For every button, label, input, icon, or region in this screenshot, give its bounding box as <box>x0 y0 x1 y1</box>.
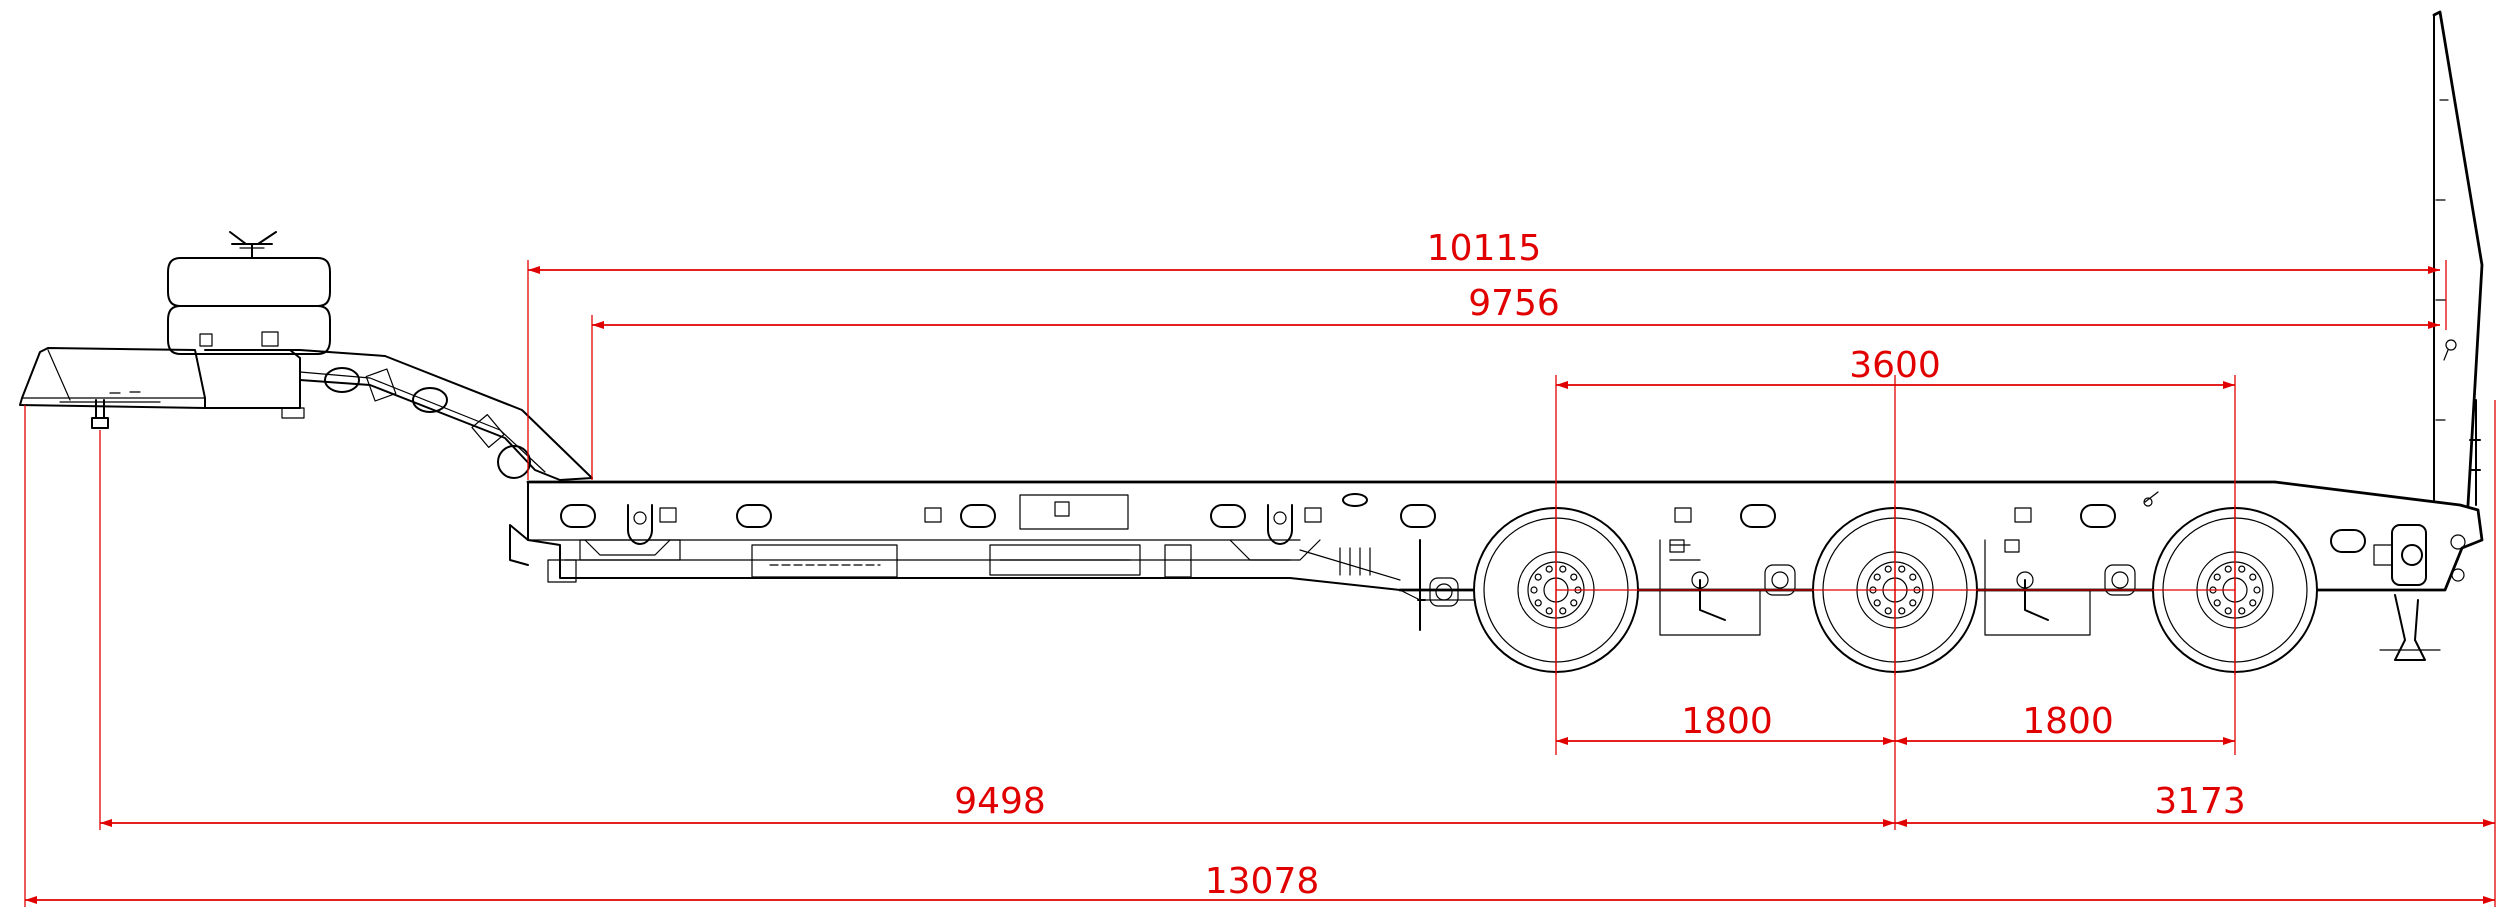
wheel-bolt <box>2224 607 2232 615</box>
wheel-bolt <box>1873 599 1881 607</box>
wheel-bolt-holes <box>1530 565 2261 615</box>
gooseneck-body <box>204 349 593 481</box>
wheel-bolt <box>2213 599 2221 607</box>
wheel-bolt <box>1909 573 1917 581</box>
spare-wheels <box>167 231 331 355</box>
lashing-points <box>560 491 2366 553</box>
wheel-bolt <box>1570 573 1578 581</box>
wheel-bolt <box>1884 607 1892 615</box>
wheel-bolt <box>1898 565 1906 573</box>
dim-label-13078: 13078 <box>1205 861 1320 902</box>
axle-centerlines <box>1555 505 2236 675</box>
wheel-bolt <box>1898 607 1906 615</box>
wheel-bolt <box>1873 573 1881 581</box>
wheel-bolt <box>1884 565 1892 573</box>
wheel-bolt <box>1534 599 1542 607</box>
wheel-bolt <box>1534 573 1542 581</box>
wheel-bolt <box>1545 565 1553 573</box>
main-deck-frame <box>509 480 2484 592</box>
wheel-bolt <box>1530 586 1538 594</box>
wheel-bolt <box>2238 565 2246 573</box>
dimension-lines: 10115 9756 3600 1800 1800 9498 3173 1307… <box>24 228 2496 907</box>
trailer-outline <box>19 10 2484 673</box>
wheel-bolt <box>2224 565 2232 573</box>
rear-ramp <box>2432 10 2484 507</box>
wheel-bolt <box>1559 607 1567 615</box>
dim-label-1800-a: 1800 <box>1681 701 1773 742</box>
dim-label-3173: 3173 <box>2154 781 2246 822</box>
dim-label-1800-b: 1800 <box>2022 701 2114 742</box>
rear-end-details <box>2373 524 2466 661</box>
wheel-bolt <box>1909 599 1917 607</box>
wheel-bolt <box>1570 599 1578 607</box>
wheel-bolt <box>2253 586 2261 594</box>
wheel-bolt <box>2213 573 2221 581</box>
dim-label-10115: 10115 <box>1427 228 1542 269</box>
wheel-bolt <box>1559 565 1567 573</box>
gooseneck-front-plate <box>19 347 206 429</box>
wheel-bolt <box>2249 599 2257 607</box>
dim-label-3600: 3600 <box>1849 345 1941 386</box>
dim-label-9498: 9498 <box>954 781 1046 822</box>
wheel-bolt <box>1545 607 1553 615</box>
wheel-bolt <box>2238 607 2246 615</box>
wheel-bolt <box>2249 573 2257 581</box>
dim-label-9756: 9756 <box>1468 283 1560 324</box>
